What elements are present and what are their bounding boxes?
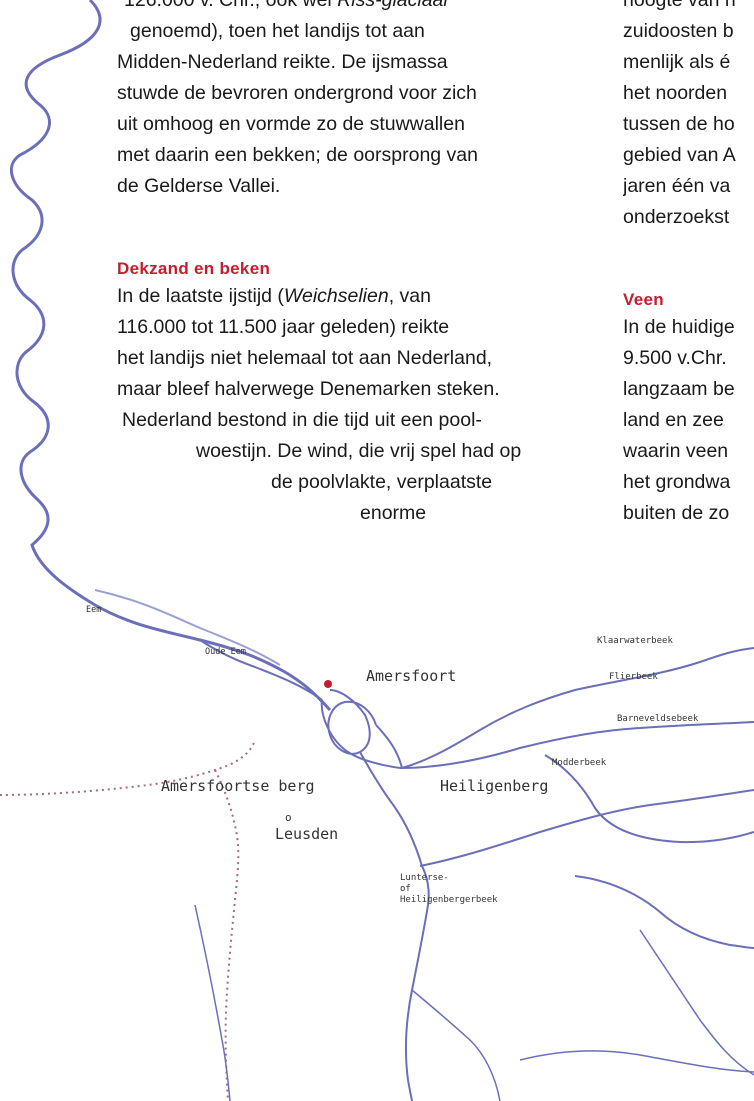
label-eem: Eem xyxy=(86,605,101,615)
section-heading-veen: Veen xyxy=(623,290,664,309)
label-oude-eem: Oude Eem xyxy=(205,647,246,657)
label-amersfoortse-berg: Amersfoortse berg xyxy=(161,777,315,795)
eem-river xyxy=(10,0,332,712)
right-line: langzaam be xyxy=(623,378,735,400)
right-line: waarin veen xyxy=(623,440,729,462)
eastern-stream-1 xyxy=(574,875,754,949)
right-line: het grondwa xyxy=(623,471,731,493)
section-line: het landijs niet helemaal tot aan Nederl… xyxy=(117,347,493,369)
klaarwaterbeek-river xyxy=(401,647,754,769)
intro-line: genoemd), toen het landijs tot aan xyxy=(130,20,425,42)
right-text-column: hoogte van h zuidoosten b menlijk als é … xyxy=(623,0,754,590)
label-lunterse-1: Lunterse- xyxy=(400,873,449,883)
barneveldsebeek-river xyxy=(544,754,754,844)
right-line: menlijk als é xyxy=(623,51,731,73)
eastern-stream-3 xyxy=(519,1050,754,1073)
right-line: gebied van A xyxy=(623,144,736,166)
veen-section: Veen In de huidige 9.500 v.Chr. langzaam… xyxy=(623,288,735,529)
section-line: woestijn. De wind, die vrij spel had op xyxy=(196,440,522,462)
western-tributary xyxy=(194,904,231,1101)
label-leusden: Leusden xyxy=(275,825,338,843)
right-line: onderzoekst xyxy=(623,206,730,228)
section-line: Nederland bestond in die tijd uit een po… xyxy=(122,409,482,431)
eastern-stream-2 xyxy=(639,929,754,1076)
right-line: zuidoosten b xyxy=(623,20,734,42)
label-amersfoort: Amersfoort xyxy=(366,667,456,685)
right-line: hoogte van h xyxy=(623,0,736,11)
amersfoort-location-marker xyxy=(324,680,332,688)
intro-line: stuwde de bevroren ondergrond voor zich xyxy=(117,82,477,104)
modderbeek-river xyxy=(419,789,754,867)
right-top-paragraph: hoogte van h zuidoosten b menlijk als é … xyxy=(623,0,736,233)
lunterse-beek-river xyxy=(359,751,430,1101)
lunterse-beek-branch xyxy=(411,989,501,1101)
amersfoort-channels xyxy=(320,689,403,769)
label-heiligenberg: Heiligenberg xyxy=(440,777,548,795)
eem-river-branch xyxy=(94,589,281,666)
label-modderbeek: Modderbeek xyxy=(552,758,607,768)
right-line: 9.500 v.Chr. xyxy=(623,347,727,369)
label-klaarwaterbeek: Klaarwaterbeek xyxy=(597,636,673,646)
right-line: land en zee xyxy=(623,409,724,431)
intro-line: met daarin een bekken; de oorsprong van xyxy=(117,144,478,166)
section-line: In de laatste ijstijd (Weichselien, van xyxy=(117,285,431,307)
section-line: 116.000 tot 11.500 jaar geleden) reikte xyxy=(117,316,450,338)
right-line: het noorden xyxy=(623,82,728,104)
section-line: enorme xyxy=(360,502,427,524)
label-lunterse-3: Heiligenbergerbeek xyxy=(400,895,498,905)
label-lunterse-2: of xyxy=(400,884,411,894)
intro-line: de Gelderse Vallei. xyxy=(117,175,281,197)
label-flierbeek: Flierbeek xyxy=(609,672,658,682)
right-line: In de huidige xyxy=(623,316,735,338)
intro-paragraph: 126.000 v. Chr., ook wel Riss-glaciaal g… xyxy=(0,0,478,202)
intro-line: Midden-Nederland reikte. De ijsmassa xyxy=(117,51,448,73)
label-leusden-marker: o xyxy=(285,811,292,824)
intro-line: 126.000 v. Chr., ook wel Riss-glaciaal xyxy=(124,0,448,11)
oude-eem-river xyxy=(199,639,323,701)
section-line: de poolvlakte, verplaatste xyxy=(271,471,493,493)
dekzand-section: Dekzand en beken In de laatste ijstijd (… xyxy=(0,257,521,529)
label-barneveldsebeek: Barneveldsebeek xyxy=(617,714,699,724)
section-heading-dekzand: Dekzand en beken xyxy=(117,259,271,278)
right-line: buiten de zo xyxy=(623,502,730,524)
intro-line: uit omhoog en vormde zo de stuwwallen xyxy=(117,113,465,135)
flierbeek-river xyxy=(399,721,754,769)
right-line: tussen de ho xyxy=(623,113,735,135)
section-line: maar bleef halverwege Denemarken steken. xyxy=(117,378,500,400)
right-line: jaren één va xyxy=(623,175,731,197)
